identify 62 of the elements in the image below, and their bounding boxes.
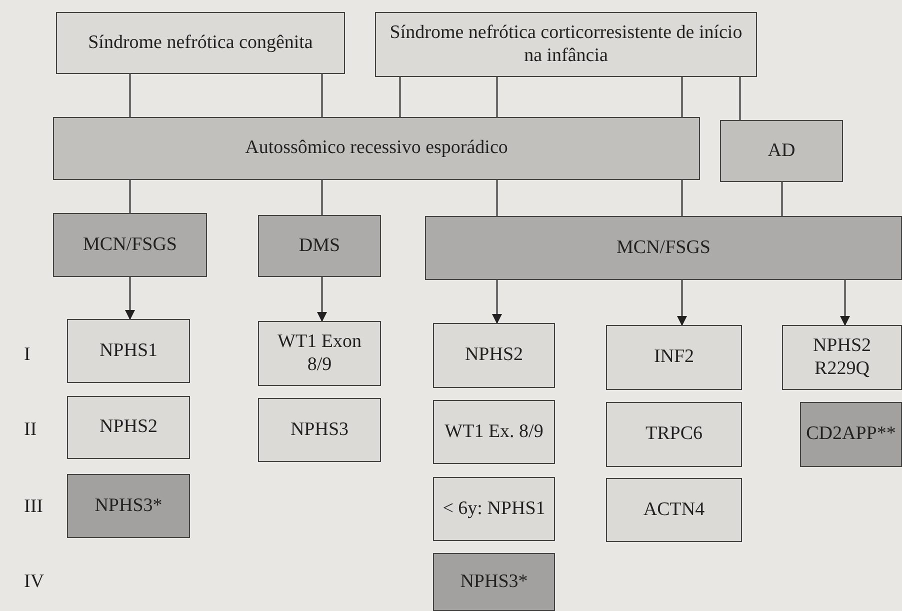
gene-box [258,398,381,462]
arrow [125,277,135,320]
box-text: AD [768,140,796,162]
gene-box [606,402,742,467]
gene-box [433,323,555,388]
row-numeral: IV [24,570,44,594]
row-numeral: I [24,343,30,367]
connector-line [399,77,401,117]
gene-box [53,213,207,277]
box-text: < 6y: NPHS1 [442,498,546,520]
gene-box [425,216,902,280]
connector-line [496,77,498,117]
box-text: MCN/FSGS [616,236,710,260]
box-text: ACTN4 [643,498,705,522]
connector-line [321,180,323,215]
box-text: WT1 Ex. 8/9 [444,420,544,444]
connector-line [681,77,683,117]
connector-line [496,180,498,216]
box-text: Síndrome nefrótica corticorresistente de início na infância [388,22,744,68]
gene-box [67,319,190,383]
gene-box [53,117,700,180]
box-text: NPHS2 R229Q [812,334,872,380]
connector-line [739,77,741,120]
box-text: Autossômico recessivo esporádico [245,137,508,160]
box-text: NPHS3* [94,494,162,518]
row-numeral: II [24,418,37,442]
gene-box [606,325,742,390]
gene-box [782,325,902,390]
row-numeral: III [24,495,43,519]
arrow [317,277,327,322]
box-text: DMS [298,234,340,258]
connector-line [129,180,131,213]
gene-box [258,215,381,277]
arrow [492,280,502,324]
box-text: NPHS3* [460,570,528,594]
gene-box [375,12,757,77]
connector-line [321,74,323,117]
arrow [677,280,687,326]
connector-line [781,182,783,216]
gene-box [606,478,742,542]
box-text: TRPC6 [645,423,703,446]
gene-box [56,12,345,74]
box-text: CD2APP** [806,423,896,446]
box-text: MCN/FSGS [83,234,177,256]
box-text: INF2 [654,346,694,369]
box-text: NPHS3 [290,418,349,442]
gene-box [433,477,555,541]
gene-box [258,321,381,386]
box-text: WT1 Exon 8/9 [276,330,362,376]
box-text: NPHS2 [99,416,158,439]
gene-box [433,400,555,464]
connector-line [681,180,683,216]
connector-line [129,74,131,117]
box-text: NPHS2 [464,344,524,367]
gene-box [720,120,843,182]
gene-box [67,474,190,538]
gene-box [800,402,902,467]
box-text: NPHS1 [99,340,158,362]
box-text: Síndrome nefrótica congênita [88,32,313,54]
gene-box [433,553,555,611]
gene-box [67,396,190,459]
arrow [840,280,850,326]
